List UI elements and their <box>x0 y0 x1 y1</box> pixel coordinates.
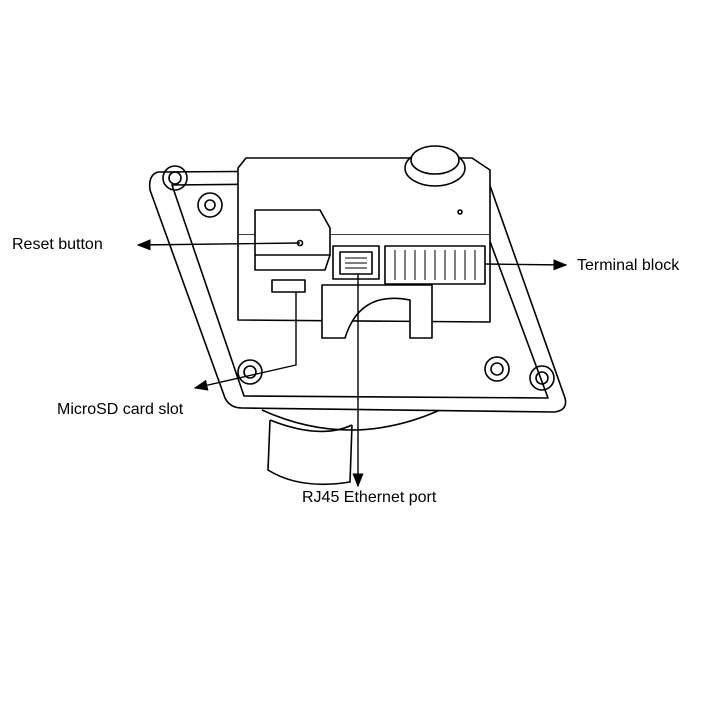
lens-housing <box>261 409 441 486</box>
reset-button-pointer <box>136 239 301 251</box>
camera-body <box>237 145 491 339</box>
terminal-block-pointer <box>484 259 568 271</box>
terminal-block-label: Terminal block <box>577 257 680 274</box>
rj45-port-label: RJ45 Ethernet port <box>302 489 437 506</box>
reset-button-label: Reset button <box>12 236 103 253</box>
microsd-slot-pointer <box>193 292 297 391</box>
microsd-slot-label: MicroSD card slot <box>57 401 184 418</box>
